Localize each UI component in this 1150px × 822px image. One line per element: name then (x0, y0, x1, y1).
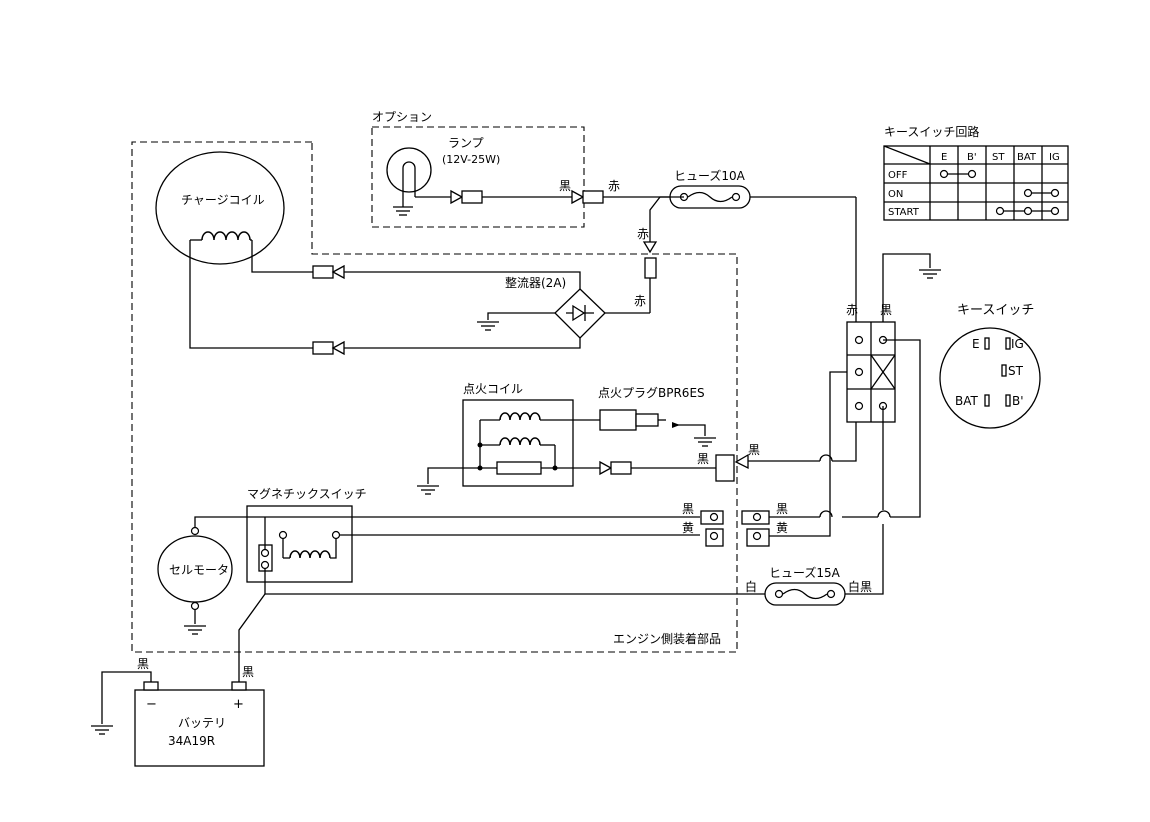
wire-black-ignition-left: 黒 (697, 452, 709, 466)
engine-parts-label: エンジン側装着部品 (613, 631, 721, 646)
table-row-off: OFF (888, 170, 908, 181)
battery (134, 681, 265, 767)
rectifier-ground-icon (477, 321, 499, 331)
lamp-label: ランプ (448, 136, 484, 150)
table-col-ig: IG (1049, 152, 1060, 163)
fuse-15a-label: ヒューズ15A (769, 565, 841, 580)
wire-black-lamp: 黒 (559, 179, 571, 193)
engine-parts-boundary (131, 141, 738, 653)
wire-black-key: 黒 (776, 502, 788, 516)
ignition-coil (462, 399, 600, 487)
battery-label: バッテリ (178, 716, 226, 730)
wire-yellow-key: 黄 (776, 521, 788, 535)
key-switch-circuit-label: キースイッチ回路 (884, 124, 979, 139)
wire-red-connector: 赤 (846, 303, 858, 317)
battery-plus: + (233, 697, 244, 712)
lamp (386, 147, 451, 207)
fuse-10a-label: ヒューズ10A (674, 168, 746, 183)
key-switch-table (883, 145, 1069, 221)
charge-coil-label: チャージコイル (181, 193, 265, 207)
magnetic-switch-label: マグネチックスイッチ (247, 487, 367, 501)
terminal-st: ST (1008, 364, 1024, 378)
motor-ground-icon (184, 625, 206, 635)
connector-yellow-black-left (700, 510, 724, 547)
wire-red-fuse: 赤 (637, 227, 649, 241)
wire-red-rectifier: 赤 (634, 294, 646, 308)
wire-black-battery-neg: 黒 (137, 657, 149, 671)
table-col-e: E (941, 152, 947, 163)
lamp-connector (450, 189, 670, 205)
key-switch (939, 327, 1041, 429)
wire-black-magnet: 黒 (682, 502, 694, 516)
ignition-coil-label: 点火コイル (463, 382, 523, 396)
spark-plug-label: 点火プラグBPR6ES (598, 386, 705, 400)
lamp-rating: (12V-25W) (442, 153, 500, 166)
starter-motor (157, 526, 233, 611)
table-col-bat: BAT (1017, 152, 1037, 163)
key-switch-label: キースイッチ (957, 303, 1034, 318)
connector-yellow-black-right (741, 510, 770, 547)
rectifier-label: 整流器(2A) (505, 275, 566, 290)
table-row-start: START (888, 207, 920, 218)
fuse-15a (764, 582, 846, 606)
wire-black-ignition-right: 黒 (748, 443, 760, 457)
charge-coil (155, 151, 285, 265)
ignition-ground-icon (417, 485, 439, 495)
battery-ground-icon (91, 725, 113, 735)
terminal-b-prime: B' (1012, 394, 1024, 408)
wire-white: 白 (745, 579, 757, 594)
table-col-st: ST (992, 152, 1005, 163)
wire-black-battery-pos: 黒 (242, 665, 254, 679)
rectifier (487, 288, 606, 339)
terminal-bat: BAT (955, 394, 979, 408)
wire-black-connector: 黒 (880, 303, 892, 317)
table-row-on: ON (888, 189, 903, 200)
key-switch-connector (846, 321, 896, 423)
wire-red-lamp: 赤 (608, 179, 620, 193)
starter-motor-label: セルモータ (169, 563, 229, 577)
lamp-ground-icon (393, 206, 413, 216)
option-label: オプション (372, 110, 432, 124)
table-col-b-prime: B' (967, 152, 977, 163)
battery-model: 34A19R (168, 734, 215, 748)
terminal-ig: IG (1011, 337, 1024, 351)
spark-plug (599, 409, 706, 436)
key-switch-ground-icon (919, 269, 941, 279)
wire-yellow-magnet: 黄 (682, 521, 694, 535)
terminal-e: E (972, 337, 980, 351)
option-boundary (371, 126, 585, 228)
wire-white-black: 白黒 (848, 579, 872, 594)
battery-minus: − (146, 697, 157, 712)
spark-plug-ground-icon (694, 437, 716, 447)
